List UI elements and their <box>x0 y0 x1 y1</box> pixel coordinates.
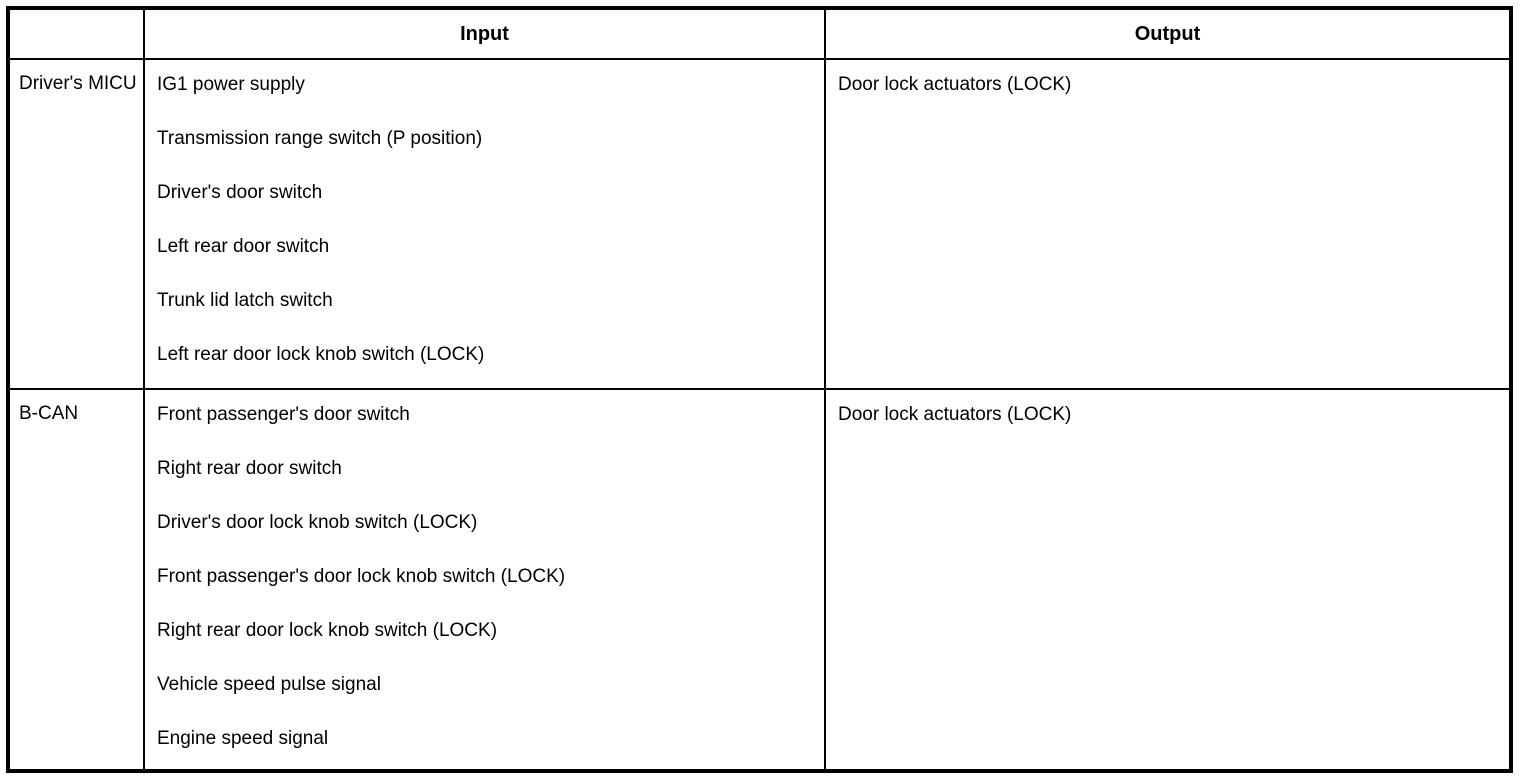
source-cell: Driver's MICU <box>7 58 145 390</box>
output-item: Door lock actuators (LOCK) <box>838 404 1072 425</box>
input-item: Front passenger's door switch <box>157 404 410 425</box>
input-item: Transmission range switch (P position) <box>157 128 483 149</box>
input-item: Right rear door switch <box>157 458 342 479</box>
output-cell: Door lock actuators (LOCK) <box>824 388 1512 772</box>
input-item: Left rear door lock knob switch (LOCK) <box>157 344 485 365</box>
inputs-cell: IG1 power supply Transmission range swit… <box>143 58 826 390</box>
input-item: Vehicle speed pulse signal <box>157 674 381 695</box>
output-item: Door lock actuators (LOCK) <box>838 74 1072 95</box>
output-cell: Door lock actuators (LOCK) <box>824 58 1512 390</box>
input-item: Front passenger's door lock knob switch … <box>157 566 566 587</box>
input-item: Driver's door lock knob switch (LOCK) <box>157 512 478 533</box>
input-item: Right rear door lock knob switch (LOCK) <box>157 620 498 641</box>
header-cell-input: Input <box>143 7 826 60</box>
table-row-b-can: B-CAN Front passenger's door switch Righ… <box>7 388 1512 772</box>
input-item: Left rear door switch <box>157 236 330 257</box>
input-item: IG1 power supply <box>157 74 305 95</box>
inputs-cell: Front passenger's door switch Right rear… <box>143 388 826 772</box>
input-item: Engine speed signal <box>157 728 329 749</box>
input-output-table: Input Output Driver's MICU IG1 power sup… <box>6 6 1513 773</box>
header-cell-output: Output <box>824 7 1512 60</box>
table-header-row: Input Output <box>7 7 1512 60</box>
table-row-drivers-micu: Driver's MICU IG1 power supply Transmiss… <box>7 58 1512 390</box>
input-item: Trunk lid latch switch <box>157 290 333 311</box>
input-item: Driver's door switch <box>157 182 323 203</box>
source-cell: B-CAN <box>7 388 145 772</box>
header-cell-source <box>7 7 145 60</box>
